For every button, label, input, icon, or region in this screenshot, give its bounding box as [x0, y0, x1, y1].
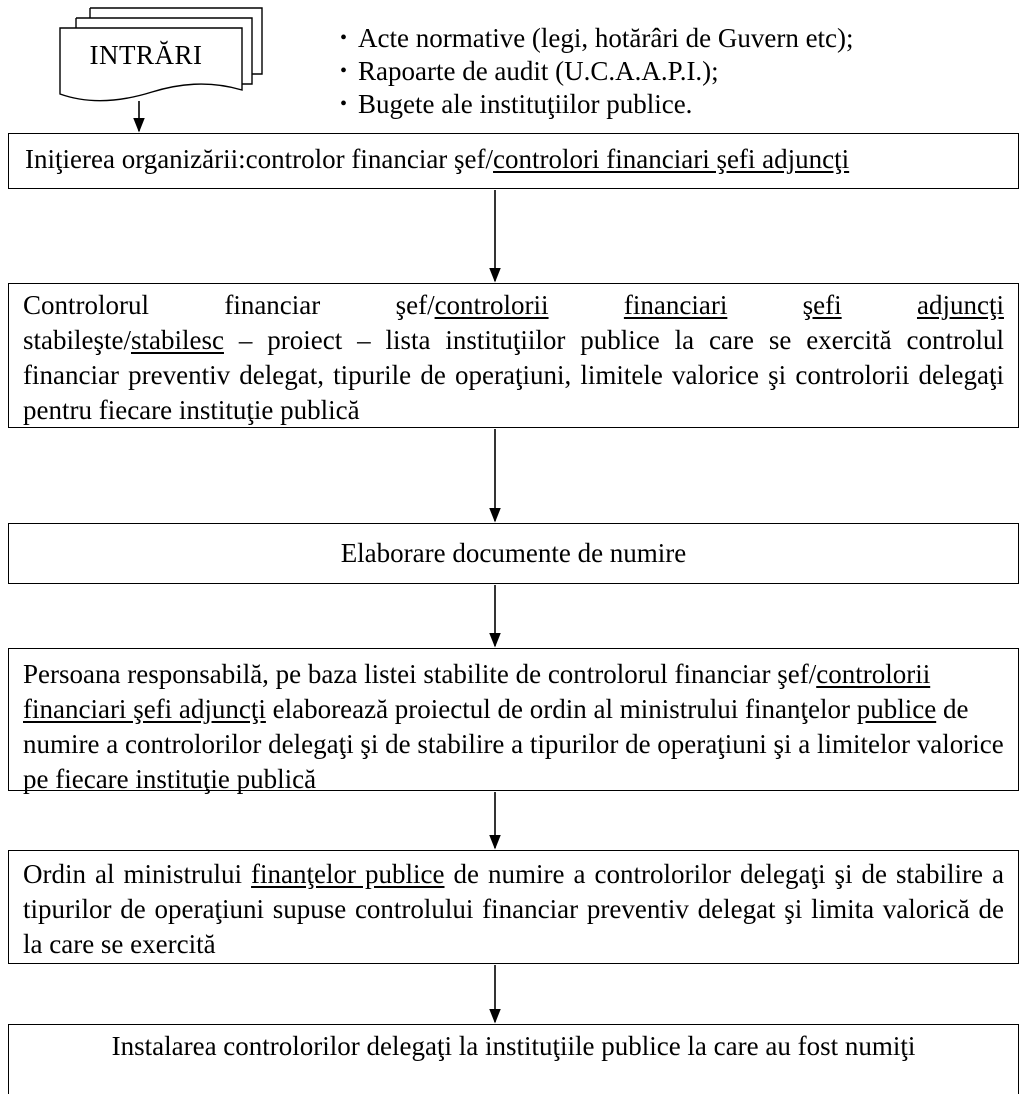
underlined-text: şefi	[802, 290, 842, 320]
underlined-text: financiari	[623, 290, 728, 320]
inputs-label: INTRĂRI	[89, 40, 203, 70]
underlined-text: controlorii financiari şefi adjuncţi	[23, 659, 931, 724]
step-2-box: Controlorul financiar şef/controlorii fi…	[8, 283, 1019, 428]
step-4-text: Persoana responsabilă, pe baza listei st…	[23, 659, 1004, 794]
step-3-text: Elaborare documente de numire	[340, 538, 687, 568]
step-5-text: Ordin al ministrului finanţelor publice …	[23, 859, 1004, 959]
inputs-list: Acte normative (legi, hotărâri de Guvern…	[340, 22, 1020, 121]
step-6-box: Instalarea controlorilor delegaţi la ins…	[8, 1024, 1019, 1094]
step-1-box: Iniţierea organizării:controlor financia…	[8, 133, 1019, 189]
step-5-box: Ordin al ministrului finanţelor publice …	[8, 850, 1019, 964]
underlined-text: controlorii	[434, 290, 549, 320]
underlined-text: finanţelor publice	[251, 859, 445, 889]
underlined-text: adjuncţi	[916, 290, 1004, 320]
underlined-text: publice	[856, 694, 937, 724]
step-1-text: Iniţierea organizării:controlor financia…	[25, 144, 850, 174]
step-3-box: Elaborare documente de numire	[8, 523, 1019, 584]
document-stack-icon	[59, 7, 263, 102]
list-item: Bugete ale instituţiilor publice.	[340, 88, 1020, 121]
underlined-text: stabilesc	[130, 325, 224, 355]
step-6-text: Instalarea controlorilor delegaţi la ins…	[111, 1031, 916, 1061]
list-item: Rapoarte de audit (U.C.A.A.P.I.);	[340, 55, 1020, 88]
step-2-text: stabileşte/stabilesc – proiect – lista i…	[23, 325, 1004, 425]
step-4-box: Persoana responsabilă, pe baza listei st…	[8, 648, 1019, 794]
step-2-first-line: Controlorul financiar şef/controlorii fi…	[23, 288, 1004, 323]
list-item: Acte normative (legi, hotărâri de Guvern…	[340, 22, 1020, 55]
underlined-text: controlori financiari şefi adjuncţi	[493, 144, 850, 174]
